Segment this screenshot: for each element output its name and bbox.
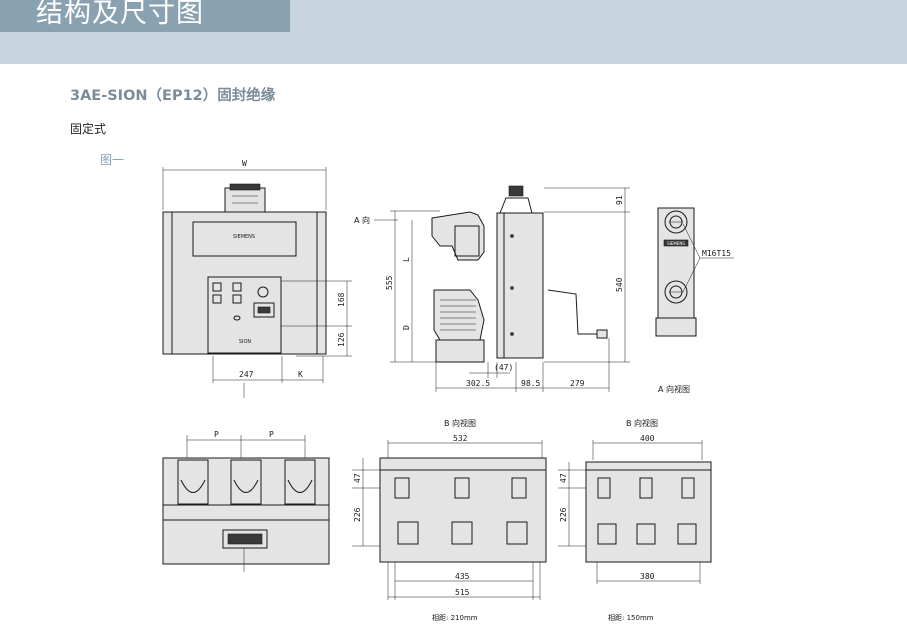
dim-302-5: 302.5 [466,379,490,388]
page-title: 结构及尺寸图 [36,0,204,29]
pitch-wide: 相距: 210mm [432,613,478,622]
a-view-brand: SIEMENS [667,241,685,246]
dim-168: 168 [337,292,346,307]
dim-532: 532 [453,434,468,443]
front-brand: SIEMENS [233,234,255,240]
mount-type-label: 固定式 [70,122,107,136]
b-view-wide: B 向视图 532 47 226 435 515 相距: 210mm [352,418,547,622]
dim-247: 247 [239,370,254,379]
dim-226-narrow: 226 [559,507,568,522]
dim-l: L [402,257,411,262]
a-view-caption: A 向视图 [658,384,690,394]
dim-126: 126 [337,332,346,347]
a-view: SIEMENS M16T15 A 向视图 [655,207,734,394]
title-block: 结构及尺寸图 [0,0,290,32]
thread-label: M16T15 [702,249,731,258]
dim-k: K [298,370,303,379]
dim-435: 435 [455,572,470,581]
dim-47-wide: 47 [353,473,362,483]
figure-label: 图一 [100,153,125,167]
b-view-wide-caption: B 向视图 [444,418,476,428]
dim-p1: P [214,430,219,439]
dim-400: 400 [640,434,655,443]
front-view: W SIEMENS SION 168 126 247 K [162,159,352,398]
dim-279: 279 [570,379,585,388]
dim-p2: P [269,430,274,439]
dim-555: 555 [385,275,394,290]
dim-w: W [242,159,247,168]
a-view-marker: A 向 [354,215,370,225]
pitch-narrow: 相距: 150mm [608,613,654,622]
product-subtitle: 3AE-SION（EP12）固封绝缘 [70,88,276,104]
dim-d: D [402,325,411,330]
dim-47-narrow: 47 [559,473,568,483]
b-view-narrow: B 向视图 400 47 226 380 相距: 150mm [558,418,712,622]
dim-91: 91 [615,195,624,205]
dim-380: 380 [640,572,655,581]
top-view: P P [162,430,330,572]
side-view: A 向 555 L D [354,185,630,392]
dim-226-wide: 226 [353,507,362,522]
front-name: SION [239,339,252,345]
dim-47: (47) [494,363,513,372]
dim-540: 540 [615,277,624,292]
b-view-narrow-caption: B 向视图 [626,418,658,428]
dim-98-5: 98.5 [521,379,540,388]
dim-515: 515 [455,588,470,597]
